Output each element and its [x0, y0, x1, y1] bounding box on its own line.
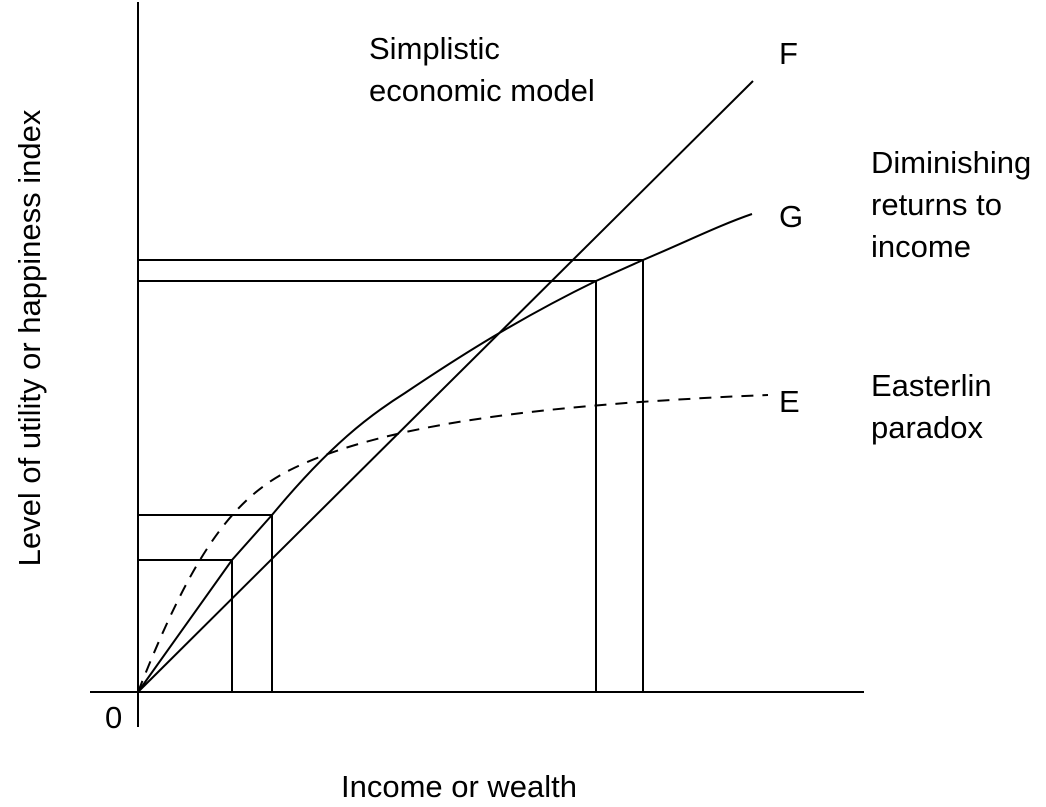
- guide-large-outer: [138, 259, 644, 692]
- curve-g-description-line-3: income: [871, 229, 971, 264]
- curve-e-description-line-1: Easterlin: [871, 368, 992, 403]
- curve-g-description-line-2: returns to: [871, 187, 1002, 222]
- curve-f-description-line-1: Simplistic: [369, 31, 500, 66]
- curve-g-line: [137, 213, 753, 693]
- curve-f-description-line-2: economic model: [369, 73, 595, 108]
- x-axis-label: Income or wealth: [341, 769, 577, 804]
- curve-e-label: E: [779, 384, 800, 419]
- y-axis-label: Level of utility or happiness index: [12, 109, 47, 566]
- curve-e-description-line-2: paradox: [871, 410, 984, 445]
- curve-g-label: G: [779, 199, 803, 234]
- curve-f-label: F: [779, 36, 798, 71]
- curve-g-description-line-1: Diminishing: [871, 145, 1031, 180]
- curve-f-line: [137, 80, 754, 693]
- guide-large-inner: [138, 280, 597, 692]
- origin-label: 0: [105, 700, 122, 735]
